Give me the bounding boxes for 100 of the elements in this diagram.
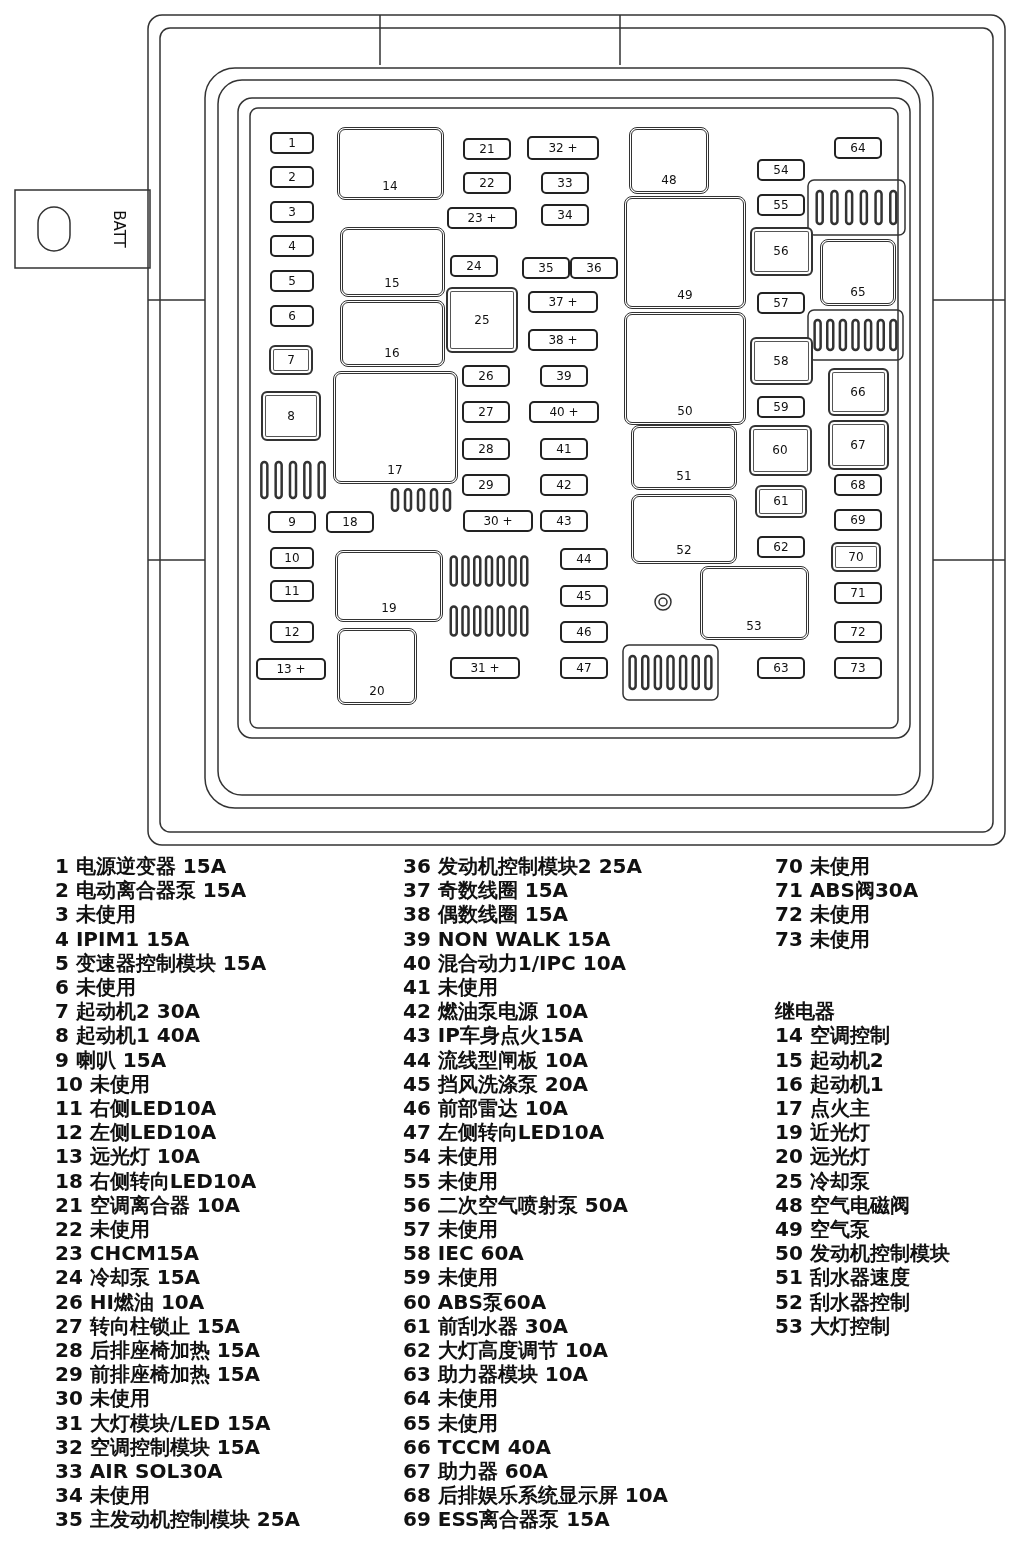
- fuse: 21: [463, 138, 511, 160]
- relay: 15: [339, 227, 445, 297]
- fuse-list-item: 37 奇数线圈 15A: [403, 878, 569, 903]
- fuse-list-item: 1 电源逆变器 15A: [55, 854, 227, 878]
- relay: 48: [629, 126, 709, 194]
- fuse: 31 +: [450, 657, 520, 679]
- fuse: 11: [270, 580, 314, 602]
- fuse-list-item: 25 冷却泵: [775, 1168, 870, 1193]
- fuse-list-item: 26 HI燃油 10A: [55, 1289, 205, 1314]
- fuse-list-item: 38 偶数线圈 15A: [403, 902, 569, 927]
- fuse-list-item: 4 IPIM1 15A: [55, 926, 190, 951]
- relay: 52: [631, 494, 737, 564]
- fuse: 54: [757, 159, 805, 181]
- fuse-list-item: 40 混合动力1/IPC 10A: [403, 950, 627, 975]
- relay: 51: [631, 424, 737, 490]
- fuse-list-item: 8 起动机1 40A: [55, 1023, 201, 1048]
- fuse: 9: [268, 511, 316, 533]
- fuse-list-item: 43 IP车身点火15A: [403, 1023, 584, 1048]
- fuse-list-item: 19 近光灯: [775, 1120, 870, 1145]
- fuse-list-item: 22 未使用: [55, 1217, 150, 1241]
- fuse-list-item: 7 起动机2 30A: [55, 999, 201, 1024]
- fuse-list-item: 41 未使用: [403, 975, 498, 999]
- fuse-block: 25: [446, 287, 518, 353]
- fuse: 13 +: [256, 658, 326, 680]
- fuse: 40 +: [529, 401, 599, 423]
- fuse: 42: [540, 474, 588, 496]
- fuse: 12: [270, 621, 314, 643]
- fuse-block: 61: [755, 484, 807, 518]
- fuse-list-item: 69 ESS离合器泵 15A: [403, 1507, 610, 1532]
- fuse-list-item: 16 起动机1: [775, 1071, 884, 1096]
- fuse-list-item: 71 ABS阀30A: [775, 878, 919, 903]
- relay: 17: [332, 370, 458, 484]
- fuse: 36: [570, 257, 618, 279]
- fuse-list-item: 60 ABS泵60A: [403, 1289, 547, 1314]
- fuse: 72: [834, 621, 882, 643]
- relay: 53: [699, 566, 809, 640]
- fuse: 45: [560, 585, 608, 607]
- fuse-list-item: 39 NON WALK 15A: [403, 926, 611, 951]
- fuse-list-item: 11 右侧LED10A: [55, 1096, 217, 1120]
- fuse: 29: [462, 474, 510, 496]
- fuse: 37 +: [528, 291, 598, 313]
- fuse: 5: [270, 270, 314, 292]
- relay: 20: [337, 627, 417, 705]
- fuse: 22: [463, 172, 511, 194]
- fuse: 39: [540, 365, 588, 387]
- fuse-list-item: 29 前排座椅加热 15A: [55, 1362, 261, 1387]
- fuse: 62: [757, 536, 805, 558]
- fuse: 27: [462, 401, 510, 423]
- fuse-list-item: 5 变速器控制模块 15A: [55, 950, 267, 975]
- fuse-list-item: 9 喇叭 15A: [55, 1047, 167, 1072]
- fuse-list-item: 18 右侧转向LED10A: [55, 1168, 257, 1193]
- fuse-list-item: 68 后排娱乐系统显示屏 10A: [403, 1483, 669, 1508]
- fuse: 68: [834, 474, 882, 496]
- fuse: 69: [834, 509, 882, 531]
- fuse: 71: [834, 582, 882, 604]
- fuse: 63: [757, 657, 805, 679]
- fuse: 57: [757, 292, 805, 314]
- fuse-list-item: 10 未使用: [55, 1071, 150, 1096]
- fuse: 64: [834, 137, 882, 159]
- fuse: 30 +: [463, 510, 533, 532]
- fuse-block: 67: [827, 420, 889, 470]
- fuse-list-item: 45 挡风洗涤泵 20A: [403, 1071, 589, 1096]
- fuse: 47: [560, 657, 608, 679]
- fuse-list-item: 31 大灯模块/LED 15A: [55, 1410, 271, 1435]
- fuse-list-item: 2 电动离合器泵 15A: [55, 878, 247, 903]
- section-heading: 继电器: [775, 999, 835, 1024]
- fuse-list-item: 20 远光灯: [775, 1144, 870, 1169]
- fuse: 43: [540, 510, 588, 532]
- fuse-list-item: 73 未使用: [775, 926, 870, 951]
- fuse-list-item: 67 助力器 60A: [403, 1459, 549, 1483]
- fuse-block: 8: [261, 391, 321, 441]
- fuse: 32 +: [527, 136, 599, 160]
- fuse-list-item: 30 未使用: [55, 1386, 150, 1411]
- fuse: 41: [540, 438, 588, 460]
- fuse: 35: [522, 257, 570, 279]
- fuse-list-item: 64 未使用: [403, 1386, 498, 1411]
- fuse: 33: [541, 172, 589, 194]
- fuse-list-item: 70 未使用: [775, 854, 870, 878]
- fuse-block: 7: [269, 345, 313, 375]
- fuse: 24: [450, 255, 498, 277]
- fuse-list-item: 62 大灯高度调节 10A: [403, 1338, 609, 1362]
- fuse-list-item: 63 助力器模块 10A: [403, 1362, 589, 1387]
- fuse: 6: [270, 305, 314, 327]
- fuse-list-item: 6 未使用: [55, 975, 136, 999]
- fuse-list-item: 34 未使用: [55, 1483, 150, 1508]
- fuse-block: 56: [749, 226, 813, 276]
- fuse-list-item: 24 冷却泵 15A: [55, 1265, 201, 1290]
- fuse-list-item: 13 远光灯 10A: [55, 1144, 201, 1169]
- fuse-list-item: 28 后排座椅加热 15A: [55, 1338, 261, 1362]
- fuse: 44: [560, 548, 608, 570]
- fuse-list-item: 58 IEC 60A: [403, 1241, 524, 1266]
- fuse-list-item: 66 TCCM 40A: [403, 1434, 551, 1459]
- fuse-list-item: 32 空调控制模块 15A: [55, 1434, 261, 1459]
- fuse-list-item: 14 空调控制: [775, 1023, 890, 1048]
- fuse: 4: [270, 235, 314, 257]
- fuse-list-item: 53 大灯控制: [775, 1313, 890, 1338]
- fuse-list-item: 33 AIR SOL30A: [55, 1459, 223, 1483]
- fuse: 59: [757, 396, 805, 418]
- fuse-list-item: 47 左侧转向LED10A: [403, 1120, 605, 1145]
- fuse: 1: [270, 132, 314, 154]
